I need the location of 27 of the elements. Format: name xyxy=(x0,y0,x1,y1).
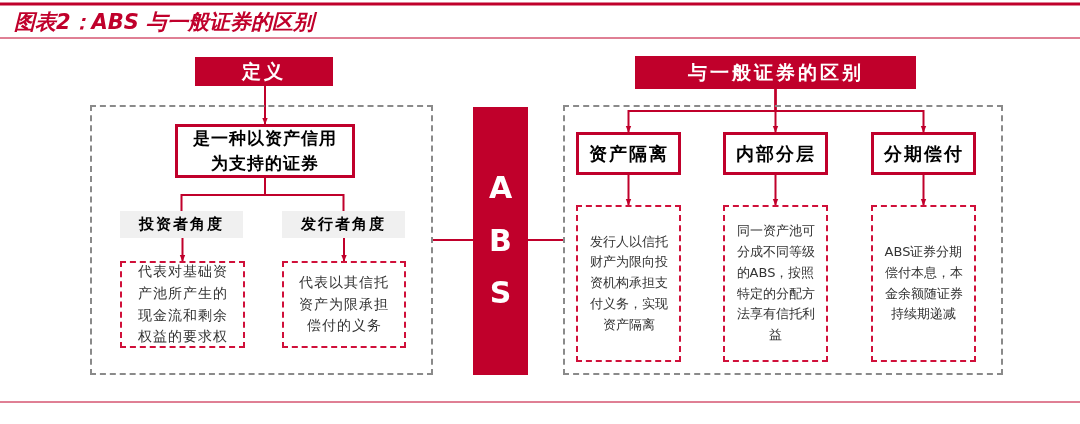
arrow xyxy=(341,237,347,262)
category-box: 资产隔离 xyxy=(576,132,681,175)
connector-line xyxy=(264,177,345,212)
figure-title: 图表2：ABS 与一般证券的区别 xyxy=(14,9,315,36)
category-box: 分期偿付 xyxy=(871,132,976,175)
arrow xyxy=(772,174,779,206)
description-box: 代表以其信托资产为限承担偿付的义务 xyxy=(282,261,406,348)
definition-box: 是一种以资产信用为支持的证券 xyxy=(175,124,355,178)
perspective-label: 投资者角度 xyxy=(120,211,243,238)
category-box: 内部分层 xyxy=(723,132,828,175)
arrow xyxy=(262,85,268,125)
dashed-group-frame xyxy=(563,105,1003,375)
abs-bar: ABS xyxy=(473,107,528,375)
connector-line xyxy=(527,239,564,241)
header-banner: 与一般证券的区别 xyxy=(635,56,916,89)
connector-line xyxy=(432,239,474,241)
perspective-label: 发行者角度 xyxy=(282,211,405,238)
arrow xyxy=(920,174,927,206)
arrow xyxy=(179,237,186,262)
description-box: 发行人以信托财产为限向投资机构承担支付义务，实现资产隔离 xyxy=(576,205,681,362)
description-box: ABS证券分期偿付本息，本金余额随证券持续期递减 xyxy=(871,205,976,362)
description-box: 代表对基础资产池所产生的现金流和剩余权益的要求权 xyxy=(120,261,245,348)
header-banner: 定义 xyxy=(195,57,333,86)
arrow xyxy=(774,88,927,133)
description-box: 同一资产池可分成不同等级的ABS，按照特定的分配方法享有信托利益 xyxy=(723,205,828,362)
dashed-group-frame xyxy=(90,105,433,375)
arrow xyxy=(625,174,632,206)
